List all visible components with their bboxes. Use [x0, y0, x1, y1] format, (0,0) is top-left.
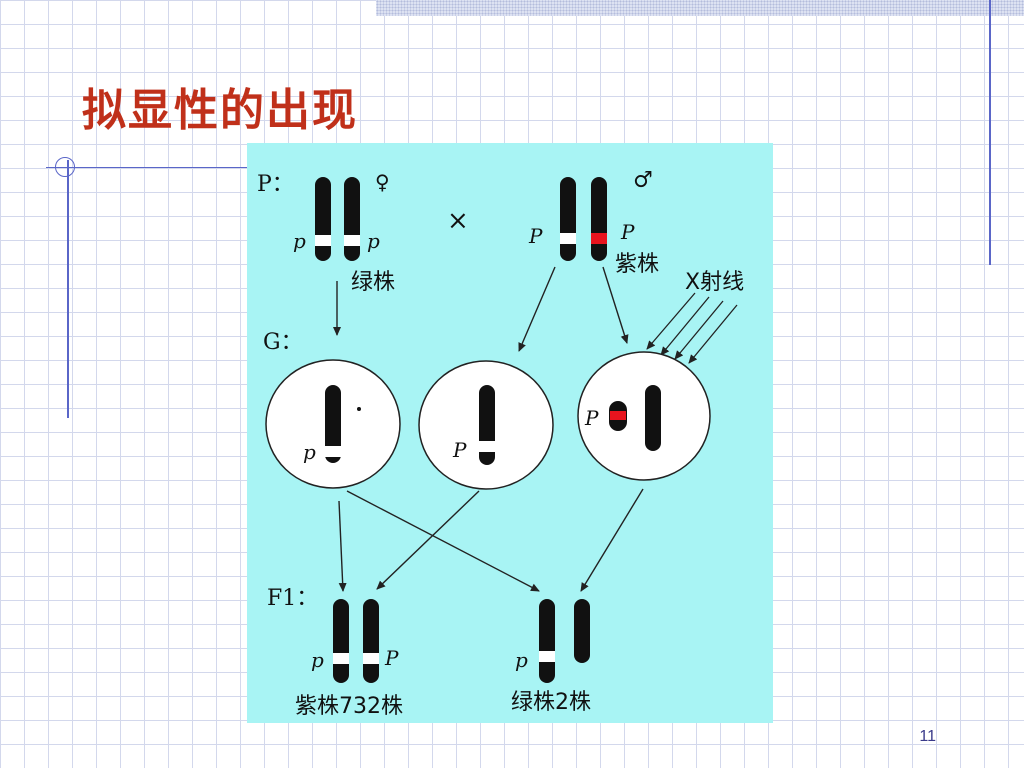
recessive-band-left — [315, 235, 331, 246]
f1-allele-p: p — [311, 648, 324, 672]
f1-purple-chromosome-pair — [333, 599, 379, 683]
header-decoration-band — [376, 0, 1024, 16]
arrow-male-to-gamete-normal — [518, 266, 556, 352]
arrow-gamete-female-to-f1-purple — [338, 500, 347, 592]
decor-horizontal-line — [46, 167, 247, 168]
allele-label-p-left: p — [293, 229, 306, 253]
label-green-parent: 绿株 — [351, 270, 395, 295]
f1-allele-P: P — [384, 646, 399, 670]
row-label-f1: F1： — [267, 586, 318, 611]
gamete-allele-P: P — [452, 438, 467, 462]
dominant-band-fragment — [610, 411, 626, 420]
chromosome-left — [560, 177, 576, 261]
female-symbol: ♀ — [375, 170, 390, 194]
label-xray: X射线 — [685, 270, 744, 295]
f1-green-allele-p: p — [515, 648, 528, 672]
arrow-male-to-gamete-irradiated — [602, 266, 629, 344]
pseudodominance-diagram: P： p p ♀ 绿株 × P P ♂ 紫株 X射线 G： p — [247, 143, 773, 723]
row-label-gametes: G： — [263, 330, 303, 355]
label-purple-parent: 紫株 — [615, 252, 659, 277]
deleted-chromosome — [645, 385, 661, 451]
recessive-band-right — [344, 235, 360, 246]
gamete-cell-female — [265, 359, 401, 489]
label-f1-purple: 紫株732株 — [295, 694, 403, 719]
gamete-allele-P-fragment: P — [584, 406, 599, 430]
gamete-cell-male-normal — [418, 360, 554, 490]
deleted-chromosome — [574, 599, 590, 663]
decor-right-vertical-line — [989, 0, 991, 265]
cross-symbol: × — [447, 206, 469, 236]
chromosome-right — [591, 177, 607, 261]
allele-label-P-left: P — [528, 224, 543, 248]
dominant-band-irradiated — [591, 233, 607, 244]
decor-left-vertical-line — [67, 160, 69, 418]
chromosome-right — [344, 177, 360, 261]
female-chromosome-pair — [315, 177, 360, 261]
decor-circle — [55, 157, 75, 177]
chromosome-left — [315, 177, 331, 261]
xray-arrows — [646, 292, 738, 364]
arrow-gamete-female-to-f1-green — [346, 490, 540, 592]
arrow-gamete-irradiated-to-f1-green — [580, 488, 644, 592]
slide-title: 拟显性的出现 — [82, 85, 358, 136]
dominant-band-left — [560, 233, 576, 244]
male-chromosome-pair — [560, 177, 607, 261]
allele-label-P-right: P — [620, 220, 635, 244]
f1-green-chromosome-pair — [539, 599, 590, 683]
arrow-gamete-male-to-f1-purple — [376, 490, 480, 590]
row-label-parents: P： — [257, 172, 294, 197]
allele-label-p-right: p — [367, 229, 380, 253]
label-f1-green: 绿株2株 — [511, 690, 591, 715]
page-number: 11 — [919, 728, 936, 745]
male-symbol: ♂ — [633, 168, 653, 193]
gamete-allele-p: p — [303, 440, 316, 464]
gamete-cell-male-irradiated — [577, 351, 711, 481]
